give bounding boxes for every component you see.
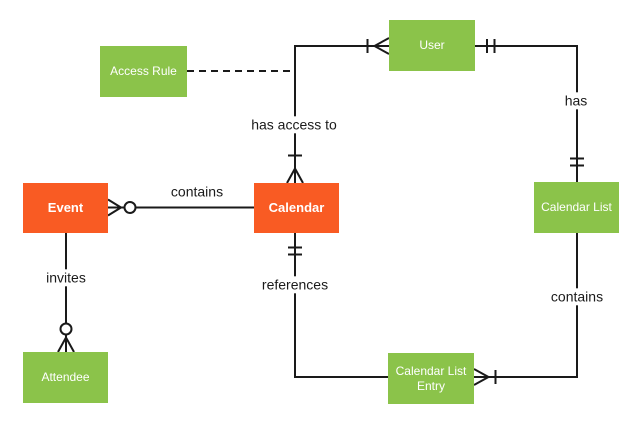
entity-event[interactable]: Event <box>23 183 108 233</box>
crow-foot-many-icon <box>286 168 304 184</box>
connector-user-has-calendar-list <box>475 39 584 182</box>
cardinality-exactly-one-icon <box>570 157 584 167</box>
entity-label: Attendee <box>41 370 90 384</box>
entity-label: Calendar List Entry <box>395 363 467 393</box>
connector-entry-references-calendar <box>288 233 388 378</box>
crow-foot-many-icon <box>107 198 122 217</box>
entity-user[interactable]: User <box>389 20 475 71</box>
edge-label-references: references <box>258 276 332 294</box>
crow-foot-many-icon <box>57 337 75 353</box>
entity-label: Event <box>47 199 84 215</box>
entity-label: Calendar List <box>541 200 612 214</box>
connector-calendar-list-contains-entry <box>473 233 578 386</box>
connector-line <box>294 45 389 183</box>
entity-attendee[interactable]: Attendee <box>23 352 108 403</box>
crow-foot-many-icon <box>473 368 489 386</box>
entity-calendar[interactable]: Calendar <box>254 183 339 233</box>
entity-access-rule[interactable]: Access Rule <box>100 46 187 97</box>
edge-label-has-access-to: has access to <box>248 116 340 134</box>
connector-calendar-has-access-to-user <box>286 37 390 184</box>
edge-label-has: has <box>561 92 591 110</box>
cardinality-zero-icon <box>59 322 73 336</box>
entity-label: Access Rule <box>110 64 177 78</box>
edge-label-invites: invites <box>43 269 89 287</box>
edge-label-contains-top: contains <box>170 183 224 200</box>
connector-calendar-contains-event <box>107 198 254 217</box>
crow-foot-many-icon <box>374 37 390 55</box>
cardinality-exactly-one-icon <box>486 39 496 53</box>
cardinality-zero-icon <box>123 201 137 214</box>
connector-line <box>475 45 578 182</box>
cardinality-exactly-one-icon <box>288 246 302 256</box>
entity-label: Calendar <box>268 199 325 215</box>
connector-line <box>294 233 388 378</box>
edge-label-contains-right: contains <box>547 288 607 306</box>
entity-calendar-list[interactable]: Calendar List <box>534 182 619 233</box>
connector-event-invites-attendee <box>57 233 75 353</box>
connector-line <box>474 233 578 378</box>
entity-calendar-list-entry[interactable]: Calendar List Entry <box>388 353 474 404</box>
entity-label: User <box>419 38 445 52</box>
